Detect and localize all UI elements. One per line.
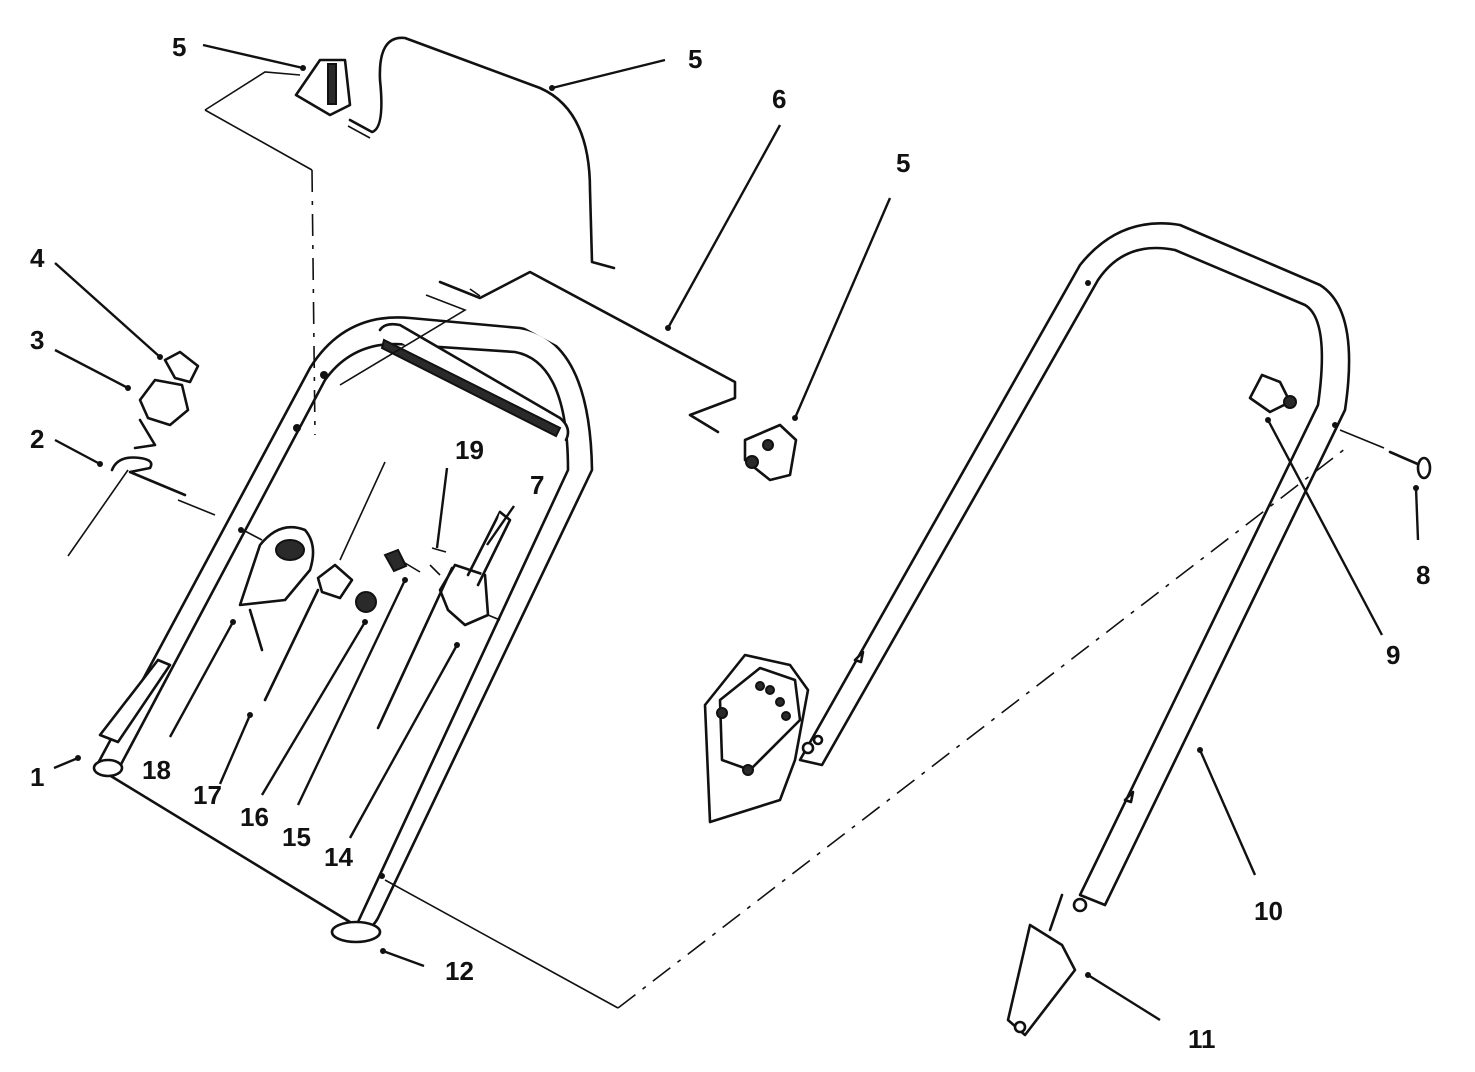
callout-13: 12	[445, 956, 474, 986]
operator-bail	[347, 36, 616, 270]
lower-handle-tube	[92, 316, 594, 931]
height-adjust-clip	[1006, 893, 1077, 1037]
callout-labels: 5 5 6 5 4 3 2 19 7 8 9 1 18 17 16 15 14 …	[30, 32, 1430, 1054]
callout-12: 11	[1188, 1024, 1216, 1054]
cable-hook	[67, 456, 187, 557]
callout-8: 7	[530, 470, 544, 500]
control-lever-assembly	[238, 525, 377, 702]
callout-19: 19	[455, 435, 484, 465]
callout-5-right: 5	[896, 148, 910, 178]
callout-10: 9	[1386, 640, 1400, 670]
callout-4: 4	[30, 243, 45, 273]
control-cable-strip	[378, 322, 570, 442]
bail-pivot-bracket-right	[743, 423, 798, 482]
callout-6: 5	[688, 44, 702, 74]
callout-9: 8	[1416, 560, 1430, 590]
callout-1: 1	[30, 762, 44, 792]
callout-14: 14	[324, 842, 353, 872]
callout-11: 10	[1254, 896, 1283, 926]
callout-3: 3	[30, 325, 44, 355]
callout-16: 16	[240, 802, 269, 832]
grip-ring	[330, 920, 382, 944]
callout-18: 18	[142, 755, 171, 785]
switch-housing	[133, 350, 200, 450]
leader-dots	[75, 65, 1419, 978]
upper-handle-tube	[798, 222, 1351, 913]
callout-7: 6	[772, 84, 786, 114]
callout-15: 15	[282, 822, 311, 852]
control-rod	[438, 270, 737, 434]
callout-5-top: 5	[172, 32, 186, 62]
leader-lines	[53, 43, 1420, 1022]
assembly-guide-lines	[177, 71, 1385, 1009]
callout-2: 2	[30, 424, 44, 454]
callout-17: 17	[193, 780, 222, 810]
handle-knob	[1248, 373, 1297, 414]
bail-pivot-bracket-left	[294, 58, 352, 117]
carriage-bolt	[1388, 450, 1432, 480]
deck-mount-bracket	[703, 653, 810, 824]
